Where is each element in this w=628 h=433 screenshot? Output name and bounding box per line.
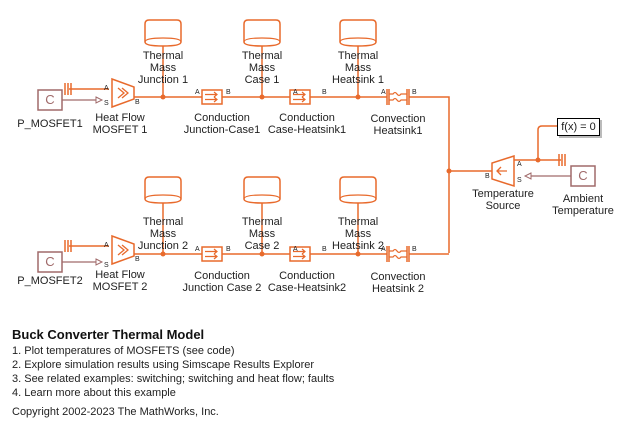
port-a: A: [293, 246, 298, 253]
junction-dots: [160, 94, 541, 257]
note-related-examples[interactable]: 3. See related examples: switching; swit…: [12, 373, 335, 385]
p-mosfet1-block[interactable]: [37, 89, 63, 111]
convection-heatsink1-label: Convection Heatsink1: [370, 113, 426, 137]
p-mosfet2-label: P_MOSFET2: [17, 275, 83, 287]
port-b: B: [322, 89, 327, 96]
port-b: B: [135, 99, 140, 106]
port-b: B: [226, 89, 231, 96]
thermal-mass-junction2-block[interactable]: [144, 176, 182, 204]
temperature-source-label: Temperature Source: [472, 188, 534, 212]
port-a: A: [104, 85, 109, 92]
conduction-junction-case1-block[interactable]: [201, 89, 223, 105]
note-results-explorer[interactable]: 2. Explore simulation results using Sims…: [12, 359, 315, 371]
port-s: S: [517, 177, 522, 184]
thermal-mass-heatsink1-block[interactable]: [339, 19, 377, 47]
p-mosfet1-glyph: C: [45, 92, 55, 107]
thermal-mass-heatsink2-label: Thermal Mass Heatsink 2: [332, 216, 384, 252]
row2-wires: [69, 203, 449, 255]
note-plot-temperatures[interactable]: 1. Plot temperatures of MOSFETS (see cod…: [12, 345, 235, 357]
solver-configuration-block[interactable]: f(x) = 0: [557, 118, 600, 136]
thermal-mass-junction1-label: Thermal Mass Junction 1: [137, 50, 189, 86]
convection-heatsink1-block[interactable]: [386, 88, 410, 106]
convection-heatsink2-label: Convection Heatsink 2: [370, 271, 426, 295]
conduction-junction-case2-block[interactable]: [201, 246, 223, 262]
note-learn-more[interactable]: 4. Learn more about this example: [12, 387, 176, 399]
temperature-source-block[interactable]: [491, 154, 515, 188]
row1-wires: [69, 46, 450, 253]
copyright: Copyright 2002-2023 The MathWorks, Inc.: [12, 406, 219, 418]
heat-flow-mosfet1-label: Heat Flow MOSFET 1: [92, 112, 148, 136]
thermal-mass-case2-label: Thermal Mass Case 2: [241, 216, 283, 252]
model-title: Buck Converter Thermal Model: [12, 327, 205, 342]
port-a: A: [381, 89, 386, 96]
port-a: A: [517, 161, 522, 168]
thermal-mass-case1-label: Thermal Mass Case 1: [241, 50, 283, 86]
ambient-temperature-label: Ambient Temperature: [552, 193, 614, 217]
thermal-mass-heatsink2-block[interactable]: [339, 176, 377, 204]
conduction-junction-case1-label: Conduction Junction-Case1: [183, 112, 261, 136]
port-b: B: [135, 256, 140, 263]
thermal-mass-junction2-label: Thermal Mass Junction 2: [137, 216, 189, 252]
ambient-temperature-block[interactable]: [570, 165, 596, 187]
port-b: B: [322, 246, 327, 253]
conduction-case-heatsink1-label: Conduction Case-Heatsink1: [267, 112, 347, 136]
port-s: S: [104, 100, 109, 107]
port-b: B: [412, 246, 417, 253]
port-b: B: [412, 89, 417, 96]
port-s: S: [104, 262, 109, 269]
p-mosfet2-glyph: C: [45, 254, 55, 269]
port-a: A: [381, 246, 386, 253]
port-a: A: [293, 89, 298, 96]
port-b: B: [485, 173, 490, 180]
port-a: A: [195, 89, 200, 96]
conduction-case-heatsink2-label: Conduction Case-Heatsink2: [267, 270, 347, 294]
p-mosfet1-label: P_MOSFET1: [17, 118, 83, 130]
thermal-mass-junction1-block[interactable]: [144, 19, 182, 47]
thermal-mass-case1-block[interactable]: [243, 19, 281, 47]
heat-flow-mosfet2-label: Heat Flow MOSFET 2: [92, 269, 148, 293]
conduction-junction-case2-label: Conduction Junction Case 2: [182, 270, 262, 294]
ambient-temperature-glyph: C: [578, 168, 588, 183]
thermal-mass-case2-block[interactable]: [243, 176, 281, 204]
port-a: A: [104, 242, 109, 249]
p-mosfet2-block[interactable]: [37, 251, 63, 273]
port-b: B: [226, 246, 231, 253]
thermal-mass-heatsink1-label: Thermal Mass Heatsink 1: [332, 50, 384, 86]
port-a: A: [195, 246, 200, 253]
